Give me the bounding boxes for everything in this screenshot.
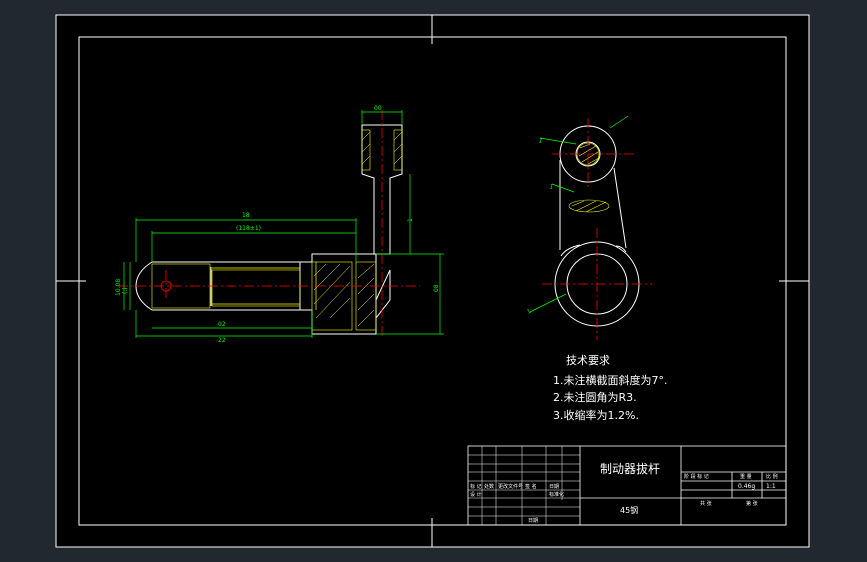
tb-standard: 标准化 — [549, 491, 564, 498]
dim-right-v-2: 08 — [433, 284, 440, 292]
dim-side-2: 1 — [548, 183, 554, 191]
title-block-grid — [468, 446, 580, 525]
dim-left-top-2: (118±1) — [236, 225, 261, 232]
tb-scale: 1:1 — [766, 483, 776, 490]
dim-pin-top: 00 — [374, 105, 382, 112]
center-lines — [118, 110, 420, 338]
tb-stage-label: 阶 段 标 记 — [684, 473, 709, 480]
side-view: 1 1 1 — [526, 115, 652, 340]
tb-design: 设 计 — [470, 491, 482, 498]
tech-req-title: 技术要求 — [566, 354, 610, 367]
hatch-lines — [313, 131, 403, 327]
tb-scale-label: 比 例 — [766, 473, 778, 480]
tech-requirements: 技术要求 1.未注横截面斜度为7°. 2.未注圆角为R3. 3.收缩率为1.2%… — [553, 354, 668, 422]
tech-req-line2: 2.未注圆角为R3. — [553, 390, 637, 404]
dim-side-1: 1 — [537, 137, 543, 145]
title-block: 标 记 处数 更改文件号 签 名 日期 设 计 标准化 日期 阶 段 标 记 重… — [467, 445, 787, 526]
tb-mass: 0.46g — [738, 483, 755, 490]
tb-signature: 签 名 — [525, 483, 537, 490]
dim-right-v-1: 1 — [407, 218, 414, 222]
dim-left-diam-1: 10.08 — [115, 279, 122, 296]
section-hatch — [151, 129, 403, 331]
tb-sheet-no: 第 张 — [746, 500, 758, 507]
tb-part-name: 制动器拔杆 — [600, 461, 660, 476]
tb-date: 日期 — [549, 484, 559, 490]
tech-req-line3: 3.收缩率为1.2%. — [553, 408, 639, 422]
tb-total-sheets: 共 张 — [700, 500, 712, 507]
tb-count: 处数 — [484, 483, 494, 490]
tech-req-line1: 1.未注横截面斜度为7°. — [553, 373, 668, 387]
sheet-border — [55, 14, 810, 548]
dim-left-bottom-2: 22 — [218, 337, 226, 344]
tb-mark: 标 记 — [470, 483, 482, 490]
tb-weight-label: 重 量 — [740, 473, 752, 480]
dim-left-bottom-1: 02 — [218, 321, 226, 328]
dim-side-3: 1 — [526, 308, 533, 316]
dim-left-top-1: 18 — [242, 212, 250, 219]
centering-marks — [56, 15, 809, 547]
dimension-lines — [123, 110, 444, 338]
front-section-view: 18 (118±1) 02 22 10.08 (.) 1 08 00 — [115, 105, 444, 344]
dim-left-diam-2: (.) — [122, 287, 129, 294]
side-center-lines — [542, 118, 652, 340]
tb-date2: 日期 — [528, 518, 538, 524]
tb-material: 45钢 — [620, 505, 638, 515]
tb-change-doc: 更改文件号 — [498, 483, 523, 490]
